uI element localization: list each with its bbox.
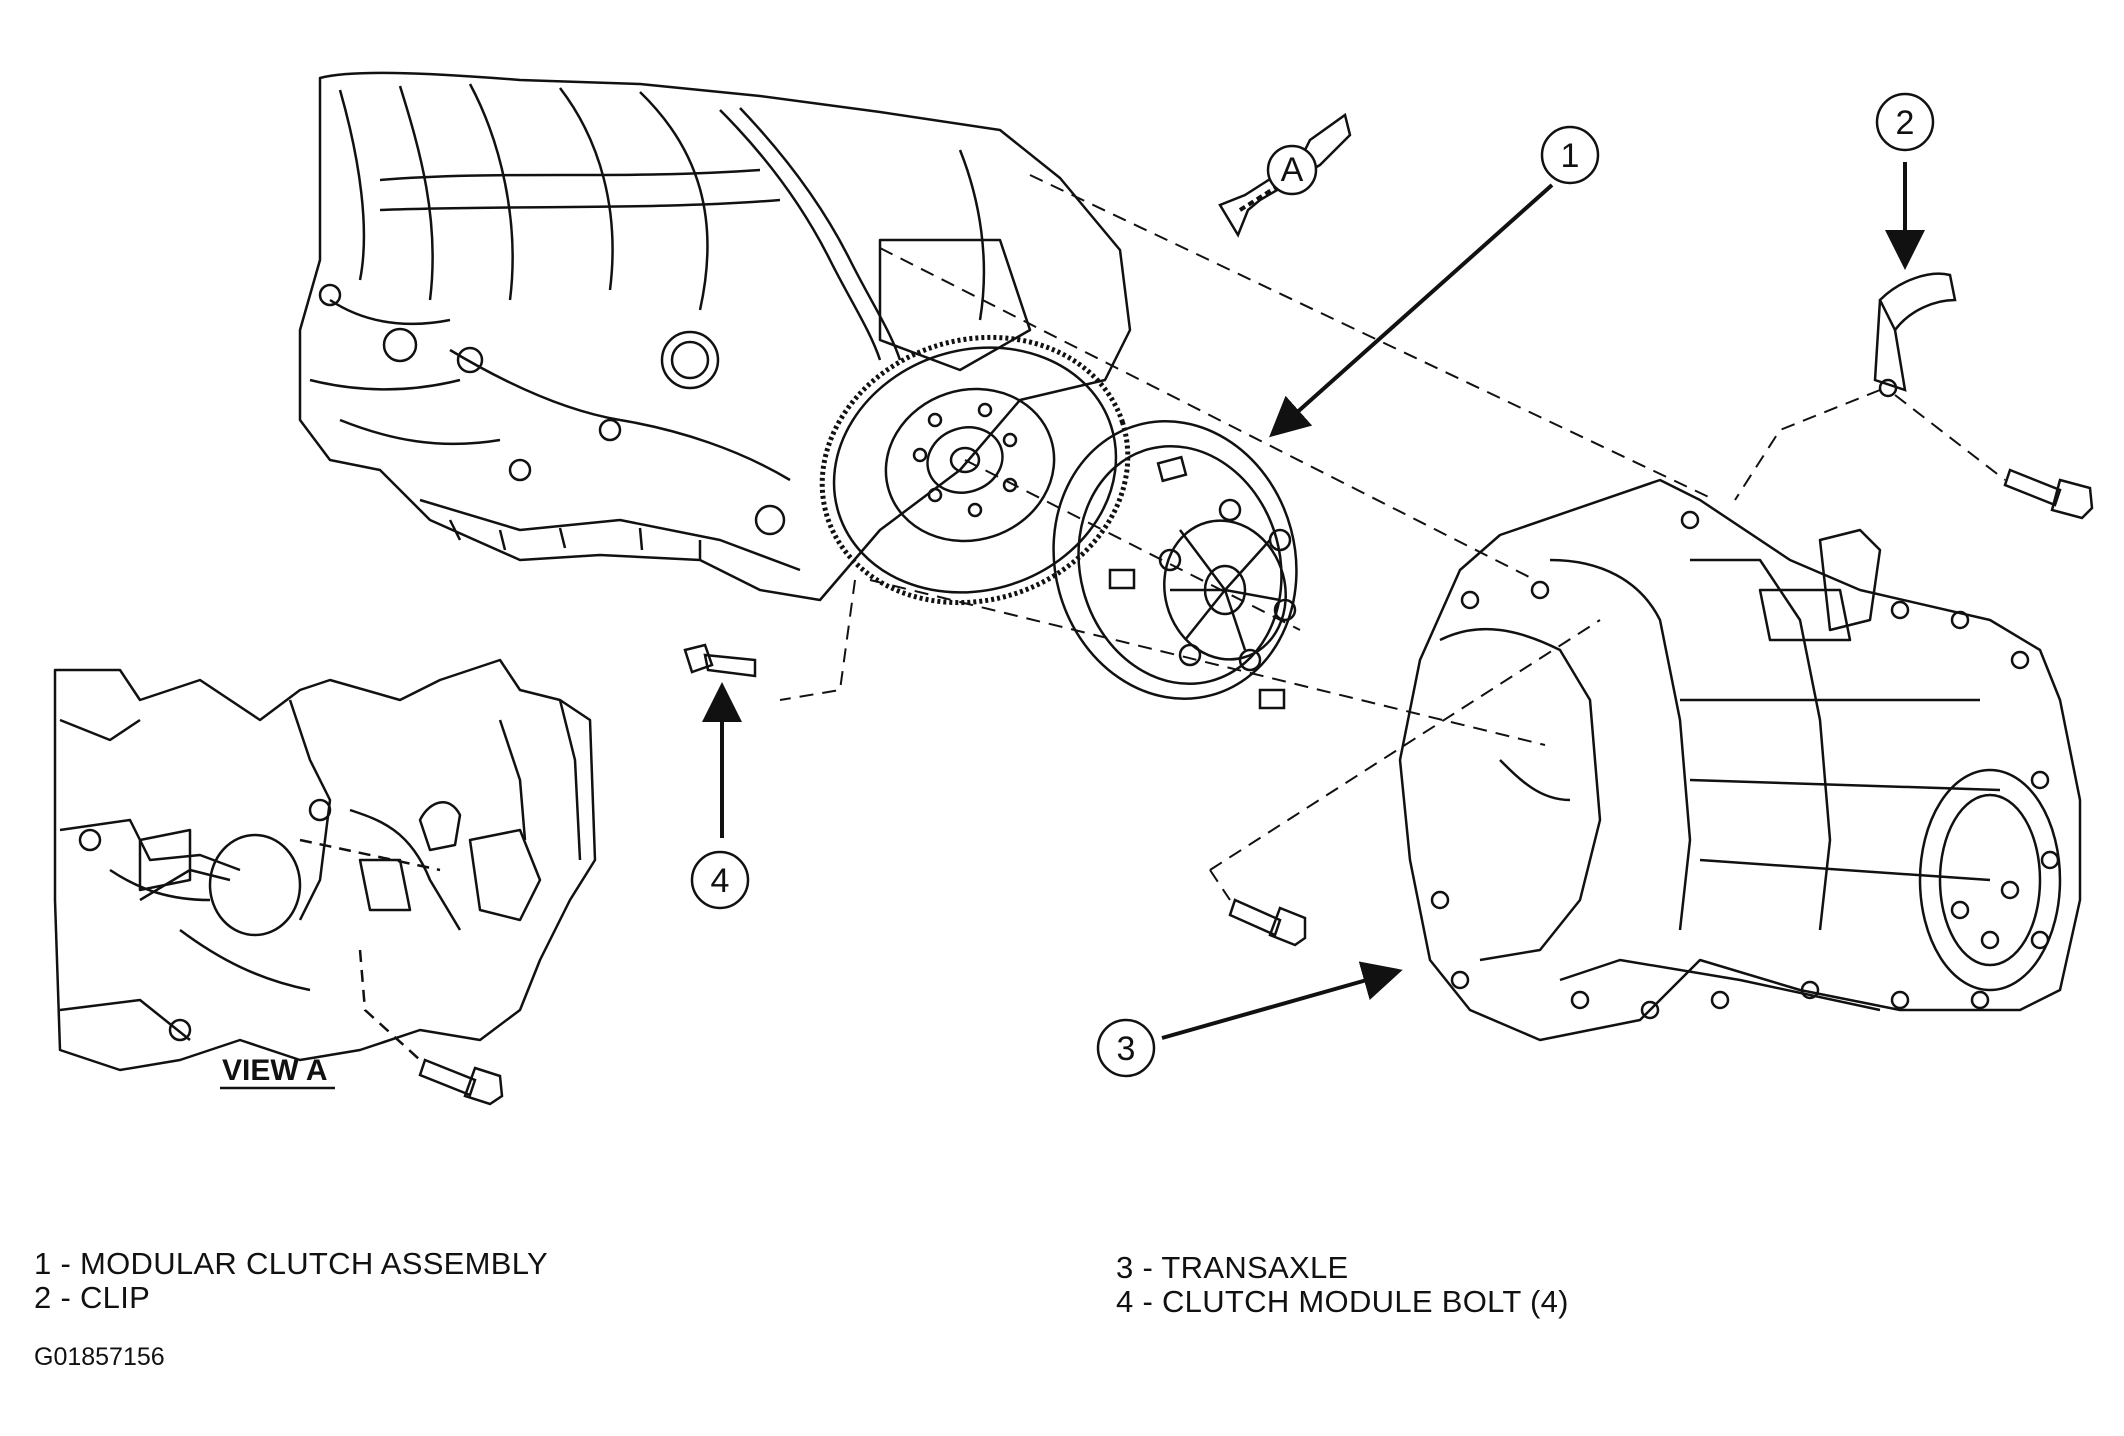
view-a-bolt [418,1058,504,1106]
callout-4: 4 [690,682,750,910]
callout-2-number: 2 [1896,104,1915,142]
legend-item-2: 2 - CLIP [34,1280,151,1315]
legend-item-1: 1 - MODULAR CLUTCH ASSEMBLY [34,1246,548,1281]
callout-1: 1 [1269,125,1600,438]
view-a-direction-marker: A [1218,112,1352,238]
engine-block [298,71,1132,602]
view-marker-letter: A [1281,151,1304,189]
callout-2: 2 [1875,92,1935,270]
clip [1873,272,1957,398]
legend-right: 3 - TRANSAXLE 4 - CLUTCH MODULE BOLT (4) [1116,1252,1569,1320]
modular-clutch-assembly [1052,419,1298,710]
transaxle [1398,478,2082,1042]
callout-3: 3 [1096,961,1403,1078]
bolt-clutch-module [683,643,757,678]
alignment-lines [779,174,2006,901]
legend-item-4: 4 - CLUTCH MODULE BOLT (4) [1116,1284,1569,1319]
bolt-transaxle [1228,898,1307,947]
legend-left: 1 - MODULAR CLUTCH ASSEMBLY 2 - CLIP [34,1248,548,1316]
callout-1-number: 1 [1561,137,1580,175]
view-a-label: VIEW A [222,1054,328,1087]
view-a-inset [53,658,597,1072]
legend-item-3: 3 - TRANSAXLE [1116,1250,1349,1285]
flywheel [819,334,1131,606]
figure-id: G01857156 [34,1343,165,1371]
callout-3-number: 3 [1117,1030,1136,1068]
callout-4-number: 4 [711,862,730,900]
bolt-clip [2003,468,2094,520]
